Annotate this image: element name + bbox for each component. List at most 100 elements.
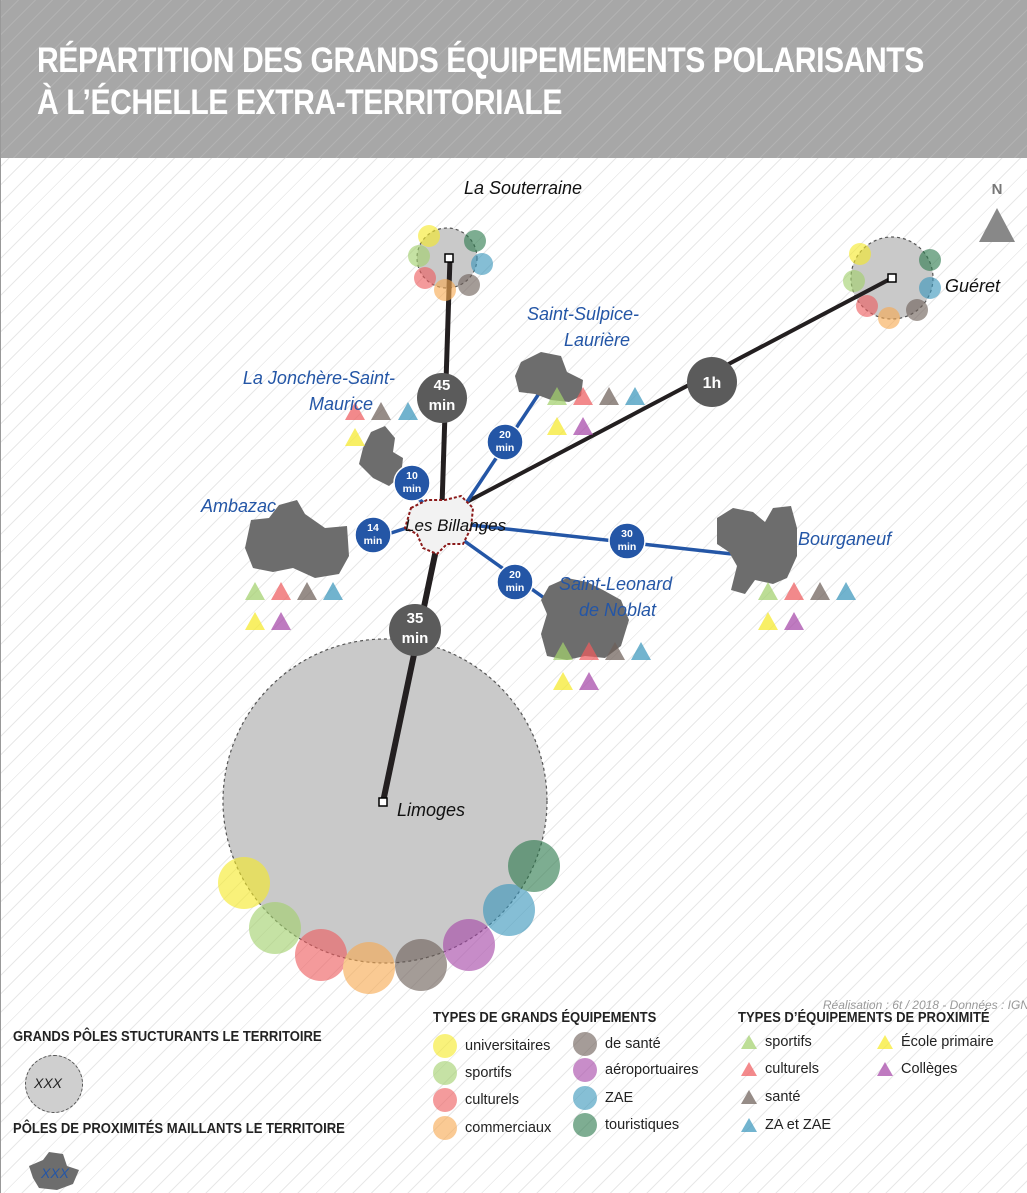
souterraine-equipment-dots <box>408 225 493 301</box>
tri-sante <box>605 642 625 660</box>
leonard-triangles <box>553 642 651 690</box>
tri-sante <box>599 387 619 405</box>
dot-aeroportuaires <box>443 919 495 971</box>
tri-zae <box>398 402 418 420</box>
tri-ecole <box>345 428 365 446</box>
commerciaux-dot-icon <box>433 1116 457 1140</box>
legend-label: ZA et ZAE <box>765 1117 832 1133</box>
zae-dot-icon <box>573 1086 597 1110</box>
ambazac-shape <box>245 500 349 578</box>
badge-bourganeuf: 30 min <box>608 522 646 560</box>
legend-label: de santé <box>605 1036 661 1052</box>
badge-sulpice-value: 20 <box>499 429 511 441</box>
label-limoges: Limoges <box>397 800 465 820</box>
link-limoges <box>380 544 440 803</box>
legend-item-commerciaux: commerciaux <box>433 1116 551 1140</box>
dot-culturels <box>295 929 347 981</box>
sulpice-triangles <box>547 387 645 435</box>
badge-gueret: 1h <box>687 357 737 407</box>
badge-ambazac: 14 min <box>354 516 392 554</box>
legend-label: culturels <box>465 1092 519 1108</box>
dot-zae <box>919 277 941 299</box>
dot-commerciaux <box>434 279 456 301</box>
label-gueret: Guéret <box>945 276 1001 296</box>
legend: GRANDS PÔLES STUCTURANTS LE TERRITOIRE X… <box>1 1010 1027 1193</box>
gueret-equipment-dots <box>843 243 941 329</box>
limoges-equipment-dots <box>218 840 560 994</box>
map-title: RÉPARTITION DES GRANDS ÉQUIPEMEMENTS POL… <box>37 40 1009 124</box>
map-canvas: N <box>200 178 1015 994</box>
legend-label: touristiques <box>605 1117 680 1133</box>
dot-touristiques <box>919 249 941 271</box>
badge-jonchere-value: 10 <box>406 470 418 482</box>
badge-limoges: 35 min <box>389 604 441 656</box>
limoges-marker <box>378 797 388 807</box>
north-arrow: N <box>979 181 1015 242</box>
tri-culturels <box>784 582 804 600</box>
dot-universitaires <box>849 243 871 265</box>
dot-sportifs <box>249 902 301 954</box>
dot-sportifs <box>843 270 865 292</box>
legend-proximite-heading: TYPES D’ÉQUIPEMENTS DE PROXIMITÉ <box>738 1010 990 1026</box>
legend-item-touristiques: touristiques <box>573 1113 679 1137</box>
legend-proximite-sample: XXX <box>40 1165 70 1181</box>
tri-college <box>579 672 599 690</box>
tri-sportifs <box>553 642 573 660</box>
tri-zae <box>625 387 645 405</box>
legend-label: santé <box>765 1089 801 1105</box>
dot-touristiques <box>464 230 486 252</box>
legend-poles-proximite-heading: PÔLES DE PROXIMITÉS MAILLANTS LE TERRITO… <box>13 1121 345 1137</box>
legend-item-college: Collèges <box>877 1061 957 1077</box>
legend-label: commerciaux <box>465 1120 552 1136</box>
legend-item-sante: de santé <box>573 1032 661 1056</box>
dot-zae <box>471 253 493 275</box>
sante-triangle-icon <box>741 1090 757 1104</box>
label-les-billanges: Les Billanges <box>405 516 507 535</box>
badge-sulpice-unit: min <box>496 442 515 454</box>
tri-sante <box>371 402 391 420</box>
legend-item-universitaires: universitaires <box>433 1034 550 1058</box>
dot-sante <box>906 299 928 321</box>
tri-ecole <box>547 417 567 435</box>
culturels-triangle-icon <box>741 1062 757 1076</box>
legend-item-zae: ZAE <box>573 1086 633 1110</box>
dot-sante <box>395 939 447 991</box>
tri-sante <box>810 582 830 600</box>
dot-universitaires <box>218 857 270 909</box>
legend-proximite-swatch: XXX <box>29 1152 79 1190</box>
touristiques-dot-icon <box>573 1113 597 1137</box>
legend-grand-pole-sample: XXX <box>34 1075 63 1091</box>
north-arrow-icon <box>979 208 1015 242</box>
proximite-shape-icon <box>29 1152 79 1190</box>
badge-bourganeuf-unit: min <box>618 541 637 553</box>
link-gueret <box>441 276 893 517</box>
legend-label: universitaires <box>465 1038 551 1054</box>
badge-souterraine-unit: min <box>429 397 456 414</box>
badge-leonard: 20 min <box>496 563 534 601</box>
tri-ecole <box>758 612 778 630</box>
title-banner: RÉPARTITION DES GRANDS ÉQUIPEMEMENTS POL… <box>1 0 1027 158</box>
sante-dot-icon <box>573 1032 597 1056</box>
culturels-dot-icon <box>433 1088 457 1112</box>
universitaires-dot-icon <box>433 1034 457 1058</box>
label-leonard-1: Saint-Leonard <box>559 574 673 594</box>
tri-culturels <box>573 387 593 405</box>
legend-label: ZAE <box>605 1090 634 1106</box>
ambazac-triangles <box>245 582 343 630</box>
sulpice-shape <box>515 352 583 402</box>
legend-item-ecole: École primaire <box>877 1034 994 1050</box>
legend-grands-poles-heading: GRANDS PÔLES STUCTURANTS LE TERRITOIRE <box>13 1029 322 1045</box>
label-sulpice-2: Laurière <box>564 330 630 350</box>
badge-gueret-value: 1h <box>703 375 722 392</box>
label-sulpice-1: Saint-Sulpice- <box>527 304 639 324</box>
tri-zae <box>631 642 651 660</box>
tri-college <box>784 612 804 630</box>
tri-culturels <box>271 582 291 600</box>
tri-college <box>271 612 291 630</box>
tri-culturels <box>345 402 365 420</box>
legend-item-prox-sante: santé <box>741 1089 800 1105</box>
dot-commerciaux <box>878 307 900 329</box>
legend-label: sportifs <box>765 1034 812 1050</box>
tri-zae <box>836 582 856 600</box>
